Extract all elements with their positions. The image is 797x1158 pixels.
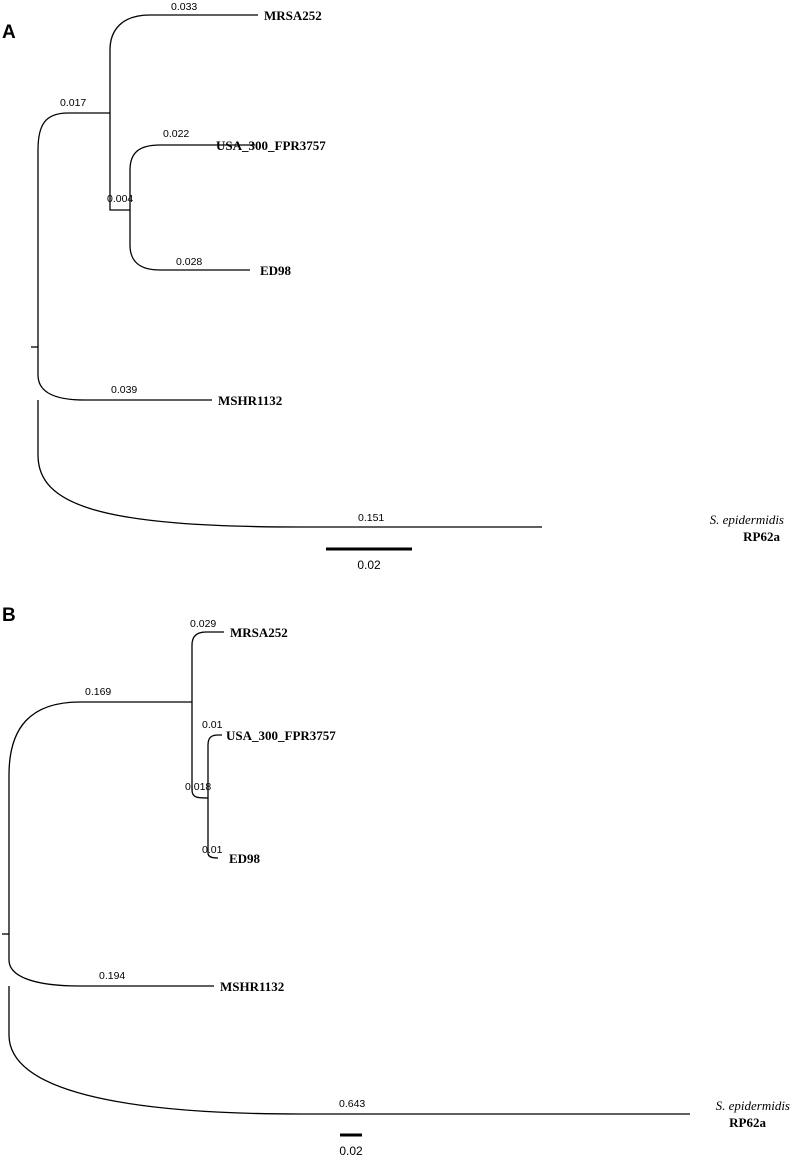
panel-b-mshr1132-branch	[8, 934, 214, 987]
panel-b-usa300-branch	[207, 734, 222, 798]
panel-b-taxon-mshr1132: MSHR1132	[220, 979, 284, 994]
panel-a-blen-ed98: 0.028	[176, 256, 202, 268]
panel-b-clade-branch	[8, 701, 192, 934]
panel-a-taxon-usa300: USA_300_FPR3757	[216, 138, 326, 153]
panel-b-inner-branch	[191, 702, 209, 799]
panel-a-taxon-sepi-species: S. epidermidis	[710, 512, 784, 527]
panel-a-blen-clade: 0.017	[60, 97, 86, 109]
panel-b-scale-label: 0.02	[339, 1144, 363, 1158]
panel-b-mrsa252-branch	[191, 631, 224, 702]
panel-b-blen-usa300: 0.01	[202, 719, 223, 731]
panel-b-blen-sepi: 0.643	[339, 1098, 365, 1110]
panel-b-taxon-ed98: ED98	[229, 851, 261, 866]
panel-a-letter: A	[2, 22, 16, 43]
panel-a-blen-mrsa252: 0.033	[171, 1, 197, 13]
panel-a-inner-branch	[109, 113, 130, 211]
panel-b-ed98-branch	[207, 798, 219, 859]
panel-b-taxon-sepi-strain: RP62a	[729, 1115, 766, 1130]
panel-a-mrsa252-branch	[109, 14, 258, 113]
panel-a-blen-sepi: 0.151	[358, 512, 384, 524]
panel-b-blen-mshr1132: 0.194	[99, 970, 125, 982]
panel-a-blen-inner: 0.004	[107, 193, 133, 205]
panel-b-blen-clade: 0.169	[85, 686, 111, 698]
panel-a-mshr1132-branch	[37, 347, 212, 401]
panel-a-blen-mshr1132: 0.039	[111, 384, 137, 396]
panel-a-ed98-branch	[129, 210, 250, 271]
panel-b-taxon-mrsa252: MRSA252	[230, 625, 288, 640]
panel-b-taxon-sepi-species: S. epidermidis	[716, 1098, 790, 1113]
panel-b-taxon-usa300: USA_300_FPR3757	[226, 728, 336, 743]
panel-a: A 0.033 0.017 0.022 0.004 0.028 0.039 0.…	[2, 1, 784, 572]
panel-a-blen-usa300: 0.022	[163, 128, 189, 140]
panel-a-usa300-branch	[129, 144, 255, 210]
panel-a-scale-label: 0.02	[357, 558, 381, 572]
panel-a-taxon-mshr1132: MSHR1132	[218, 393, 282, 408]
panel-b-letter: B	[2, 605, 16, 626]
panel-a-taxon-ed98: ED98	[260, 263, 292, 278]
panel-a-clade-branch	[37, 112, 110, 347]
panel-a-sepi-branch	[37, 400, 542, 528]
panel-b: B 0.029 0.169 0.01 0.018 0.01 0.194 0.64…	[2, 605, 790, 1158]
panel-a-taxon-sepi-strain: RP62a	[743, 529, 780, 544]
panel-b-sepi-branch	[8, 986, 690, 1115]
panel-b-blen-ed98: 0.01	[202, 844, 223, 856]
panel-b-blen-inner: 0.018	[185, 781, 211, 793]
panel-b-blen-mrsa252: 0.029	[190, 618, 216, 630]
panel-a-taxon-mrsa252: MRSA252	[264, 8, 322, 23]
